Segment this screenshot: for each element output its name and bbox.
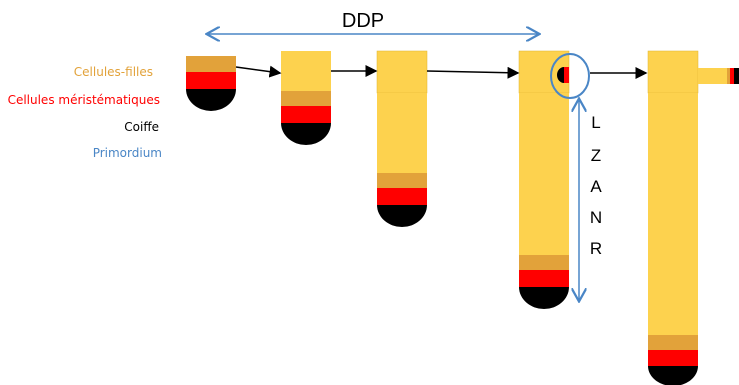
root-cap <box>377 205 427 227</box>
legend-cap: Coiffe <box>124 120 159 134</box>
root-body-lower <box>377 93 427 173</box>
meristem-zone <box>281 106 331 123</box>
meristem-zone <box>519 270 569 287</box>
daughter-cells-zone <box>281 91 331 106</box>
lateral-root-daughter-cells <box>727 68 730 84</box>
meristem-zone <box>186 72 236 89</box>
lzanr-letter-z: Z <box>591 146 601 165</box>
lateral-root-body <box>698 68 727 84</box>
root-body-lower <box>648 93 698 335</box>
root-stage-1 <box>186 56 236 111</box>
root-cap <box>186 89 236 111</box>
legend-daughter-cells: Cellules-filles <box>73 65 153 79</box>
arrow-3-to-4 <box>426 66 520 79</box>
lzanr-letter-n: N <box>590 208 602 227</box>
meristem-zone <box>648 350 698 366</box>
lzanr-letter-a: A <box>590 177 602 196</box>
daughter-cells-zone <box>186 56 236 72</box>
root-cap <box>648 366 698 385</box>
daughter-cells-zone <box>377 173 427 188</box>
root-body <box>281 51 331 91</box>
root-stage-2 <box>281 51 331 145</box>
lzanr-letter-l: L <box>591 113 600 132</box>
primordium-cap <box>557 67 564 83</box>
ddp-label: DDP <box>342 10 384 32</box>
root-body-lower <box>519 93 569 255</box>
arrow-1-to-2 <box>235 65 282 78</box>
root-body <box>376 50 428 94</box>
root-stage-4 <box>518 50 570 309</box>
progression-arrows <box>235 65 648 79</box>
legend-meristematic-cells: Cellules méristématiques <box>7 93 160 107</box>
meristem-zone <box>377 188 427 205</box>
root-stage-5 <box>647 50 739 385</box>
daughter-cells-zone <box>519 255 569 270</box>
lateral-root-meristem <box>730 68 734 84</box>
root-cap <box>519 287 569 309</box>
legend-primordium: Primordium <box>92 146 162 160</box>
lateral-root-cap <box>734 68 739 84</box>
root-body <box>647 50 699 94</box>
lzanr-letter-r: R <box>590 239 602 258</box>
daughter-cells-zone <box>648 335 698 350</box>
root-stage-3 <box>376 50 428 227</box>
primordium-highlight-circle <box>550 53 590 99</box>
primordium-meristem <box>564 67 569 83</box>
root-cap <box>281 123 331 145</box>
